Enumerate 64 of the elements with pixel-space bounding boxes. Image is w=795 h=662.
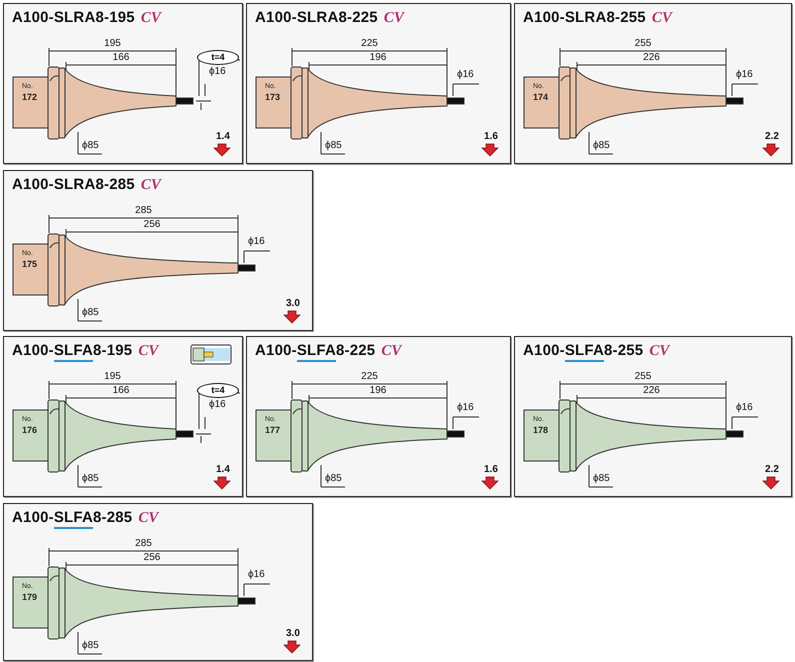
thickness-oval: t=4: [197, 383, 239, 398]
product-panel: [3, 336, 243, 497]
dimension-label: 166: [112, 52, 130, 63]
weight-label: 3.0: [286, 628, 300, 639]
product-panel: [514, 3, 792, 164]
catalog-number: 177: [265, 425, 280, 435]
catalog-number: 173: [265, 92, 280, 102]
diameter-label: ϕ16: [248, 569, 265, 580]
model-number: A100-SLRA8-285: [12, 176, 135, 193]
model-number: A100-SLFA8-225: [255, 342, 376, 359]
diameter-label: ϕ16: [736, 402, 753, 413]
dimension-label: 226: [643, 52, 660, 63]
diameter-label: ϕ16: [457, 69, 474, 80]
taper-code: CV: [140, 10, 161, 27]
dimension-label: 196: [370, 385, 386, 396]
catalog-number: 174: [533, 92, 548, 102]
model-number: A100-SLFA8-255: [523, 342, 644, 359]
weight-label: 1.6: [484, 131, 498, 142]
dimension-label: 196: [370, 52, 386, 63]
weight-label: 2.2: [765, 131, 779, 142]
weight-label: 1.4: [216, 464, 230, 475]
dimension-label: 225: [361, 38, 378, 49]
catalog-number: 176: [22, 425, 38, 435]
product-panel: [246, 336, 511, 497]
taper-code: CV: [384, 10, 404, 27]
catalog-number: 175: [22, 259, 38, 269]
dimension-label: 256: [144, 219, 160, 230]
model-number: A100-SLFA8-195: [12, 342, 132, 359]
dimension-label: 285: [135, 538, 152, 549]
product-panel: [514, 336, 792, 497]
diameter-label: ϕ16: [457, 402, 474, 413]
dimension-label: 256: [144, 552, 160, 563]
dimension-label: 225: [361, 371, 378, 382]
product-panel: [3, 3, 243, 164]
dimension-label: 226: [643, 385, 660, 396]
taper-code: CV: [138, 343, 158, 360]
model-number: A100-SLFA8-285: [12, 509, 132, 526]
taper-code: CV: [649, 343, 670, 360]
product-panel: [3, 170, 313, 331]
product-panel: [3, 503, 313, 661]
dimension-label: 285: [135, 205, 152, 216]
catalog-number: 172: [22, 92, 38, 102]
diameter-label: ϕ16: [736, 69, 753, 80]
thickness-oval: t=4: [197, 50, 239, 65]
model-number: A100-SLRA8-255: [523, 9, 646, 26]
weight-label: 1.4: [216, 131, 230, 142]
dimension-label: 195: [104, 371, 121, 382]
catalog-number: 179: [22, 592, 38, 602]
model-number: A100-SLRA8-195: [12, 9, 135, 26]
model-number: A100-SLRA8-225: [255, 9, 378, 26]
dimension-label: 195: [104, 38, 121, 49]
weight-label: 1.6: [484, 464, 498, 475]
taper-code: CV: [652, 10, 672, 27]
dimension-label: 255: [634, 371, 652, 382]
taper-code: CV: [138, 510, 158, 527]
dimension-label: 255: [634, 38, 652, 49]
taper-code: CV: [381, 343, 402, 360]
product-panel: [246, 3, 511, 164]
weight-label: 3.0: [286, 298, 300, 309]
taper-code: CV: [140, 177, 161, 194]
dimension-label: 166: [112, 385, 130, 396]
catalog-number: 178: [533, 425, 548, 435]
weight-label: 2.2: [765, 464, 779, 475]
diameter-label: ϕ16: [248, 236, 265, 247]
